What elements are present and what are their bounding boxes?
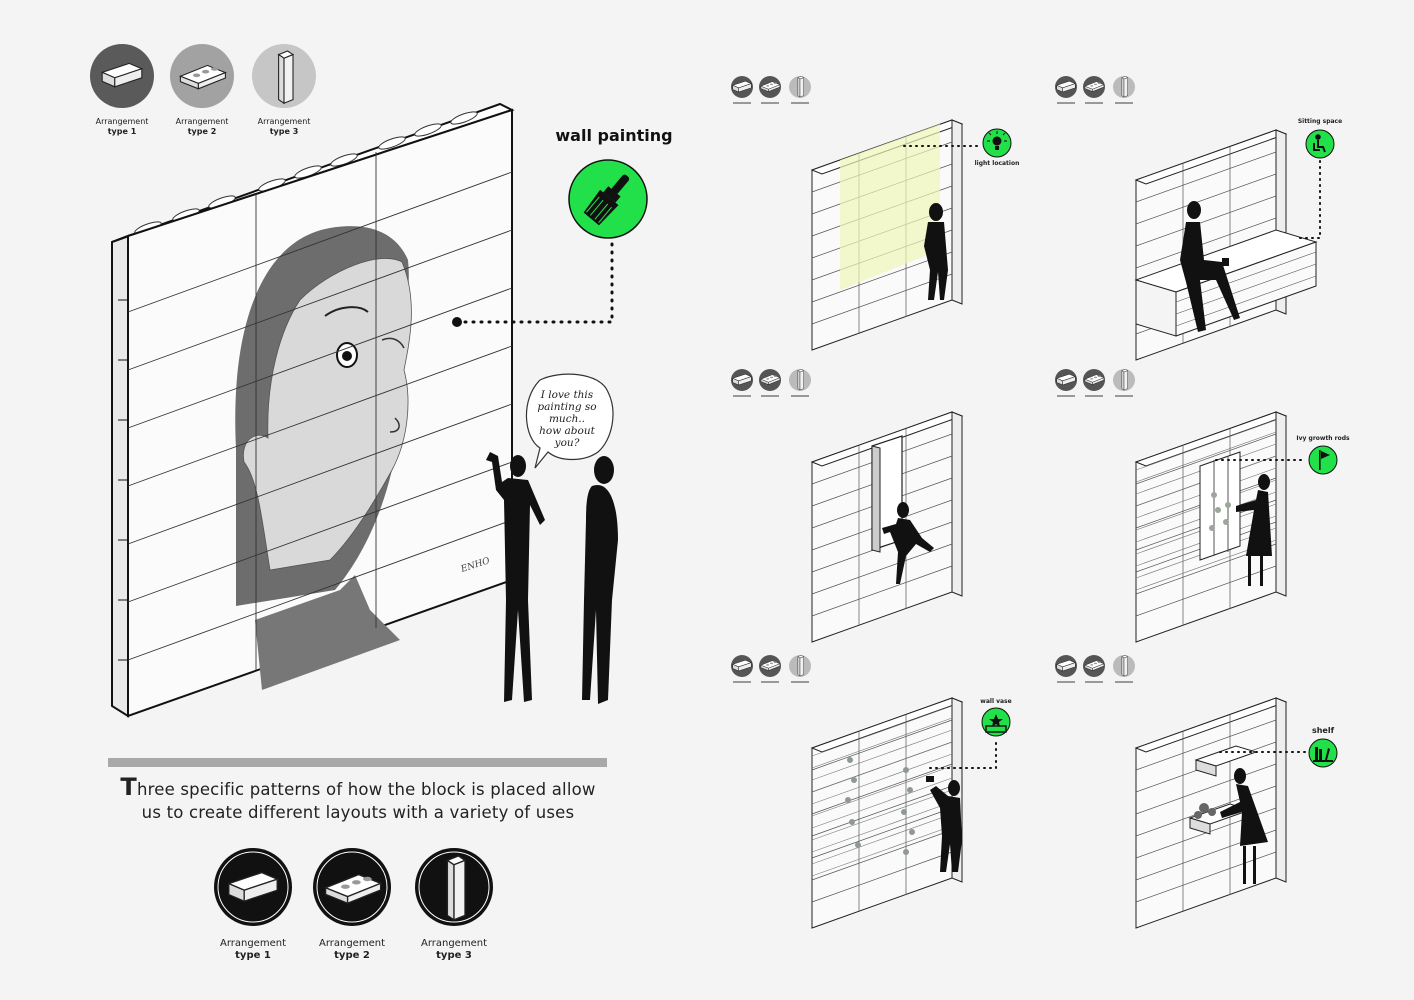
person-gardening-icon xyxy=(1236,474,1272,586)
legend-label: Arrangement xyxy=(319,938,385,949)
caption-line1: hree specific patterns of how the block … xyxy=(136,780,596,799)
panel-shelf: shelf xyxy=(1055,655,1338,929)
wall-painting-title: wall painting xyxy=(555,126,673,145)
panel-arrangement-legend xyxy=(731,655,811,683)
panel-label: shelf xyxy=(1312,726,1335,735)
panel-label: light location xyxy=(975,160,1020,167)
panel-arrangement-legend xyxy=(1055,655,1135,683)
person-pointing-icon xyxy=(486,452,545,702)
sitting-person-icon xyxy=(1313,134,1326,153)
light-bulb-icon xyxy=(987,131,1007,150)
panel-label: wall vase xyxy=(980,698,1011,705)
accent-circle xyxy=(1308,445,1338,475)
speech-line: you? xyxy=(554,437,580,449)
legend-top-type3: Arrangement type 3 xyxy=(252,44,316,136)
legend-label: type 3 xyxy=(270,127,299,136)
speech-line: much.. xyxy=(549,413,585,425)
legend-top-type2: Arrangement type 2 xyxy=(170,44,234,136)
legend-label: Arrangement xyxy=(96,117,149,126)
legend-bottom-type3: Arrangement type 3 xyxy=(415,848,493,961)
accent-circle xyxy=(1308,738,1338,768)
legend-label: Arrangement xyxy=(176,117,229,126)
legend-top-type1: Arrangement type 1 xyxy=(90,44,154,136)
speech-line: painting so xyxy=(537,401,596,413)
paintbrush-icon xyxy=(583,174,630,226)
legend-label: type 2 xyxy=(188,127,217,136)
caption-line2: us to create different layouts with a va… xyxy=(141,803,575,822)
legend-top: Arrangement type 1 Arrangement type 2 Ar… xyxy=(90,44,316,136)
panel-ivy-rods: Ivy growth rods xyxy=(1055,369,1350,643)
person-standing-icon xyxy=(582,456,618,704)
panel-wall-vase: wall vase xyxy=(731,655,1012,929)
legend-label: Arrangement xyxy=(220,938,286,949)
panel-arrangement-legend xyxy=(731,76,811,104)
legend-label: Arrangement xyxy=(421,938,487,949)
panel-label: Sitting space xyxy=(1298,118,1342,125)
flag-rod-icon xyxy=(1319,450,1330,470)
vase-icon xyxy=(985,714,1007,733)
person-silhouette-icon xyxy=(924,203,948,300)
panel-window-opening xyxy=(731,369,963,643)
panel-sitting-space: Sitting space xyxy=(1055,76,1342,361)
legend-label: type 2 xyxy=(334,950,370,961)
legend-label: Arrangement xyxy=(258,117,311,126)
legend-bottom-type2: Arrangement type 2 xyxy=(313,848,391,961)
legend-label: type 1 xyxy=(235,950,271,961)
accent-circle xyxy=(1305,129,1335,159)
panel-arrangement-legend xyxy=(1055,369,1135,397)
person-watering-icon xyxy=(926,776,962,872)
legend-label: type 3 xyxy=(436,950,472,961)
shelf-books-icon xyxy=(1313,747,1333,762)
painting-leader xyxy=(452,238,614,327)
legend-bottom-type1: Arrangement type 1 xyxy=(214,848,292,961)
legend-bottom: Arrangement type 1 Arrangement type 2 Ar… xyxy=(214,848,493,961)
panel-label: Ivy growth rods xyxy=(1296,435,1350,442)
caption-divider xyxy=(108,758,607,767)
painted-wall: ENHO xyxy=(111,102,515,718)
portrait-painting: ENHO xyxy=(235,226,492,690)
panel-light-location: light location xyxy=(731,76,1020,351)
panel-arrangement-legend xyxy=(731,369,811,397)
speech-line: I love this xyxy=(540,389,594,401)
caption-text: Three specific patterns of how the block… xyxy=(108,773,608,824)
speech-line: how about xyxy=(539,425,595,437)
panel-arrangement-legend xyxy=(1055,76,1135,104)
person-placing-plant-icon xyxy=(1220,768,1268,884)
caption-first-letter: T xyxy=(120,773,137,801)
legend-label: type 1 xyxy=(108,127,137,136)
wall-painting-feature xyxy=(568,159,648,239)
person-climbing-icon xyxy=(882,502,934,584)
speech-bubble: I love this painting so much.. how about… xyxy=(525,373,614,469)
person-sitting-icon xyxy=(1180,201,1240,332)
